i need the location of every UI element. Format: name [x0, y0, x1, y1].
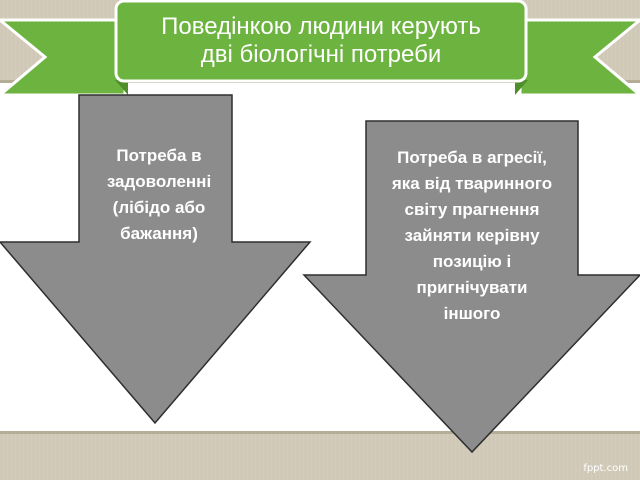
arrow-right-line: іншого — [443, 304, 501, 323]
title-line-1: Поведінкою людини керують — [161, 13, 481, 40]
arrow-right-label: Потреба в агресії, яка від тваринного св… — [362, 145, 582, 327]
down-arrow-right — [302, 120, 640, 454]
arrow-right-line: зайняти керівну — [404, 226, 540, 245]
bottom-decorative-band — [0, 434, 640, 480]
bottom-band-divider — [0, 431, 640, 434]
title-ribbon-banner — [0, 0, 640, 97]
down-arrow-left — [0, 94, 312, 425]
arrow-right-line: яка від тваринного — [391, 174, 553, 193]
arrow-left-line: (лібідо або — [112, 198, 206, 217]
arrow-right-line: позицію і — [432, 252, 512, 271]
arrow-left-line: бажання) — [120, 224, 198, 243]
arrow-left-line: задоволенні — [106, 172, 212, 191]
arrow-left-label: Потреба в задоволенні (лібідо або бажанн… — [82, 143, 236, 247]
arrow-left-line: Потреба в — [116, 146, 202, 165]
arrow-right-line: світу прагнення — [404, 200, 540, 219]
watermark-text: fppt.com — [583, 463, 628, 474]
ribbon-left-tail — [0, 18, 127, 97]
ribbon-center — [114, 0, 528, 83]
title-line-2: дві біологічні потреби — [200, 41, 442, 68]
slide-title: Поведінкою людини керують дві біологічні… — [117, 1, 525, 81]
arrow-right-line: Потреба в агресії, — [397, 148, 547, 167]
arrow-right-line: пригнічувати — [416, 278, 528, 297]
ribbon-left-fold — [115, 80, 128, 95]
ribbon-right-fold — [515, 80, 528, 95]
